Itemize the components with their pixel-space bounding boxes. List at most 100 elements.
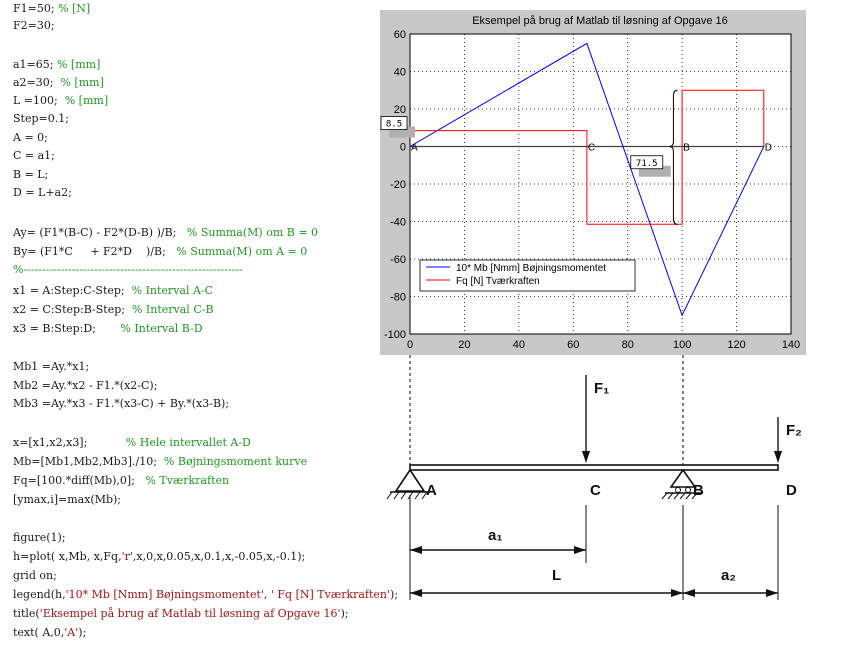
beam-point-label: A: [426, 482, 437, 499]
code-line: a1=65; % [mm]: [13, 58, 100, 71]
code-token-code: F1=50;: [13, 2, 59, 15]
point-label: D: [765, 143, 772, 154]
code-token-code: Mb1 =Ay.*x1;: [13, 360, 90, 373]
code-token-string: 'A': [64, 626, 79, 639]
force-arrow-f1: [582, 375, 590, 463]
code-token-code: Mb2 =Ay.*x2 - F1.*(x2-C);: [13, 379, 158, 392]
code-token-comment: % Summa(M) om A = 0: [176, 245, 308, 258]
dimension-a2: [683, 589, 778, 597]
box-label-text: 8.5: [386, 120, 402, 130]
y-tick-label: 0: [400, 142, 406, 154]
code-line: figure(1);: [13, 531, 66, 544]
code-line: legend(h,'10* Mb [Nmm] Bøjningsmomentet'…: [13, 588, 398, 601]
code-token-code: Mb3 =Ay.*x3 - F1.*(x3-C) + By.*(x3-B);: [13, 397, 230, 410]
plot-title: Eksempel på brug af Matlab til løsning a…: [472, 15, 728, 27]
point-label: A: [411, 143, 418, 154]
beam-point-label: B: [693, 482, 704, 499]
beam-point-label: C: [590, 482, 601, 499]
legend-entry: 10* Mb [Nmm] Bøjningsmomentet: [456, 263, 606, 274]
code-token-code: By= (F1*C + F2*D )/B;: [13, 245, 177, 258]
code-line: C = a1;: [13, 149, 55, 162]
code-line: L =100; % [mm]: [13, 94, 108, 107]
code-line: x3 = B:Step:D; % Interval B-D: [13, 322, 203, 335]
x-tick-label: 140: [782, 339, 800, 351]
code-token-code: A = 0;: [13, 131, 48, 144]
point-label: B: [683, 143, 690, 154]
code-token-code: Mb=[Mb1,Mb2,Mb3]./10;: [13, 455, 164, 468]
code-line: Mb2 =Ay.*x2 - F1.*(x2-C);: [13, 379, 157, 392]
legend: 10* Mb [Nmm] Bøjningsmomentet Fq [N] Tvæ…: [419, 259, 636, 292]
y-tick-label: -100: [384, 329, 406, 341]
code-token-comment: % [mm]: [64, 94, 109, 107]
box-label-frame: [630, 155, 664, 170]
code-line: By= (F1*C + F2*D )/B; % Summa(M) om A = …: [13, 245, 307, 258]
code-token-comment: % Summa(M) om B = 0: [186, 226, 319, 239]
point-labels: A C B D 8.5 71.5: [380, 116, 772, 177]
code-token-code: figure(1);: [13, 531, 66, 544]
code-token-code: );: [78, 626, 87, 639]
dimension-l: [410, 589, 683, 597]
series-lines: [409, 42, 765, 317]
y-tick-label: -20: [390, 179, 406, 191]
force-arrow-f2: [774, 417, 782, 463]
code-token-code: h=plot( x,Mb, x,Fq,: [13, 550, 122, 563]
code-token-code: a1=65;: [13, 58, 57, 71]
code-token-code: B = L;: [13, 168, 49, 181]
code-line: Step=0.1;: [13, 112, 69, 125]
x-tick-label: 0: [407, 339, 413, 351]
x-tick-label: 80: [622, 339, 634, 351]
series-line-1: [410, 89, 765, 225]
x-tick-label: 100: [673, 339, 691, 351]
box-label-text: 71.5: [636, 159, 658, 169]
code-token-code: a2=30;: [13, 76, 61, 89]
code-line: Fq=[100.*diff(Mb),0]; % Tværkraften: [13, 474, 229, 487]
code-token-code: ,x,0,x,0.05,x,0.1,x,-0.05,x,-0.1);: [132, 550, 306, 563]
code-token-code: x3 = B:Step:D;: [13, 322, 121, 335]
x-tick-label: 20: [458, 339, 470, 351]
code-line: text( A,0,'A');: [13, 626, 86, 639]
code-token-code: x=[x1,x2,x3];: [13, 436, 126, 449]
code-token-comment: % [mm]: [56, 58, 101, 71]
code-line: x2 = C:Step:B-Step; % Interval C-B: [13, 303, 214, 316]
code-token-code: L =100;: [13, 94, 65, 107]
code-token-string: 'Eksempel på brug af Matlab til løsning …: [39, 607, 341, 620]
dimension-a1: [410, 546, 586, 554]
x-tick-label: 60: [567, 339, 579, 351]
code-token-string: ' Fq [N] Tværkraften': [270, 588, 391, 601]
force-label-f1: F₁: [594, 380, 609, 397]
legend-entry: Fq [N] Tværkraften: [456, 276, 540, 287]
code-token-code: D = L+a2;: [13, 186, 72, 199]
code-token-code: [ymax,i]=max(Mb);: [13, 493, 122, 506]
plot-canvas: Eksempel på brug af Matlab til løsning a…: [380, 15, 800, 351]
code-token-string: 'r': [121, 550, 133, 563]
code-token-comment: % Interval B-D: [120, 322, 203, 335]
code-token-code: text( A,0,: [13, 626, 65, 639]
series-line-0: [409, 42, 765, 317]
code-line: Mb1 =Ay.*x1;: [13, 360, 89, 373]
code-token-code: Fq=[100.*diff(Mb),0];: [13, 474, 146, 487]
force-label-f2: F₂: [786, 422, 802, 439]
code-token-code: x2 = C:Step:B-Step;: [13, 303, 132, 316]
y-tick-label: 60: [394, 29, 406, 41]
code-line: D = L+a2;: [13, 186, 72, 199]
code-token-code: Ay= (F1*(B-C) - F2*(D-B) )/B;: [13, 226, 187, 239]
code-token-code: F2=30;: [13, 19, 55, 32]
code-token-comment: % Interval C-B: [131, 303, 214, 316]
x-tick-label: 40: [513, 339, 525, 351]
point-label: C: [588, 143, 595, 154]
code-line: x1 = A:Step:C-Step; % Interval A-C: [13, 284, 213, 297]
dimension-a2-label: a₂: [721, 567, 736, 584]
code-token-code: );: [340, 607, 349, 620]
y-tick-label: -80: [390, 292, 406, 304]
code-token-comment: % [mm]: [60, 76, 104, 89]
y-tick-label: -40: [390, 217, 406, 229]
code-line: F1=50; % [N]: [13, 2, 90, 15]
box-label-shadow: [638, 165, 671, 177]
box-label-frame: [380, 116, 408, 130]
code-token-comment: % [N]: [58, 2, 91, 15]
code-line: grid on;: [13, 569, 57, 582]
y-tick-label: 20: [394, 104, 406, 116]
x-tick-label: 120: [727, 339, 745, 351]
